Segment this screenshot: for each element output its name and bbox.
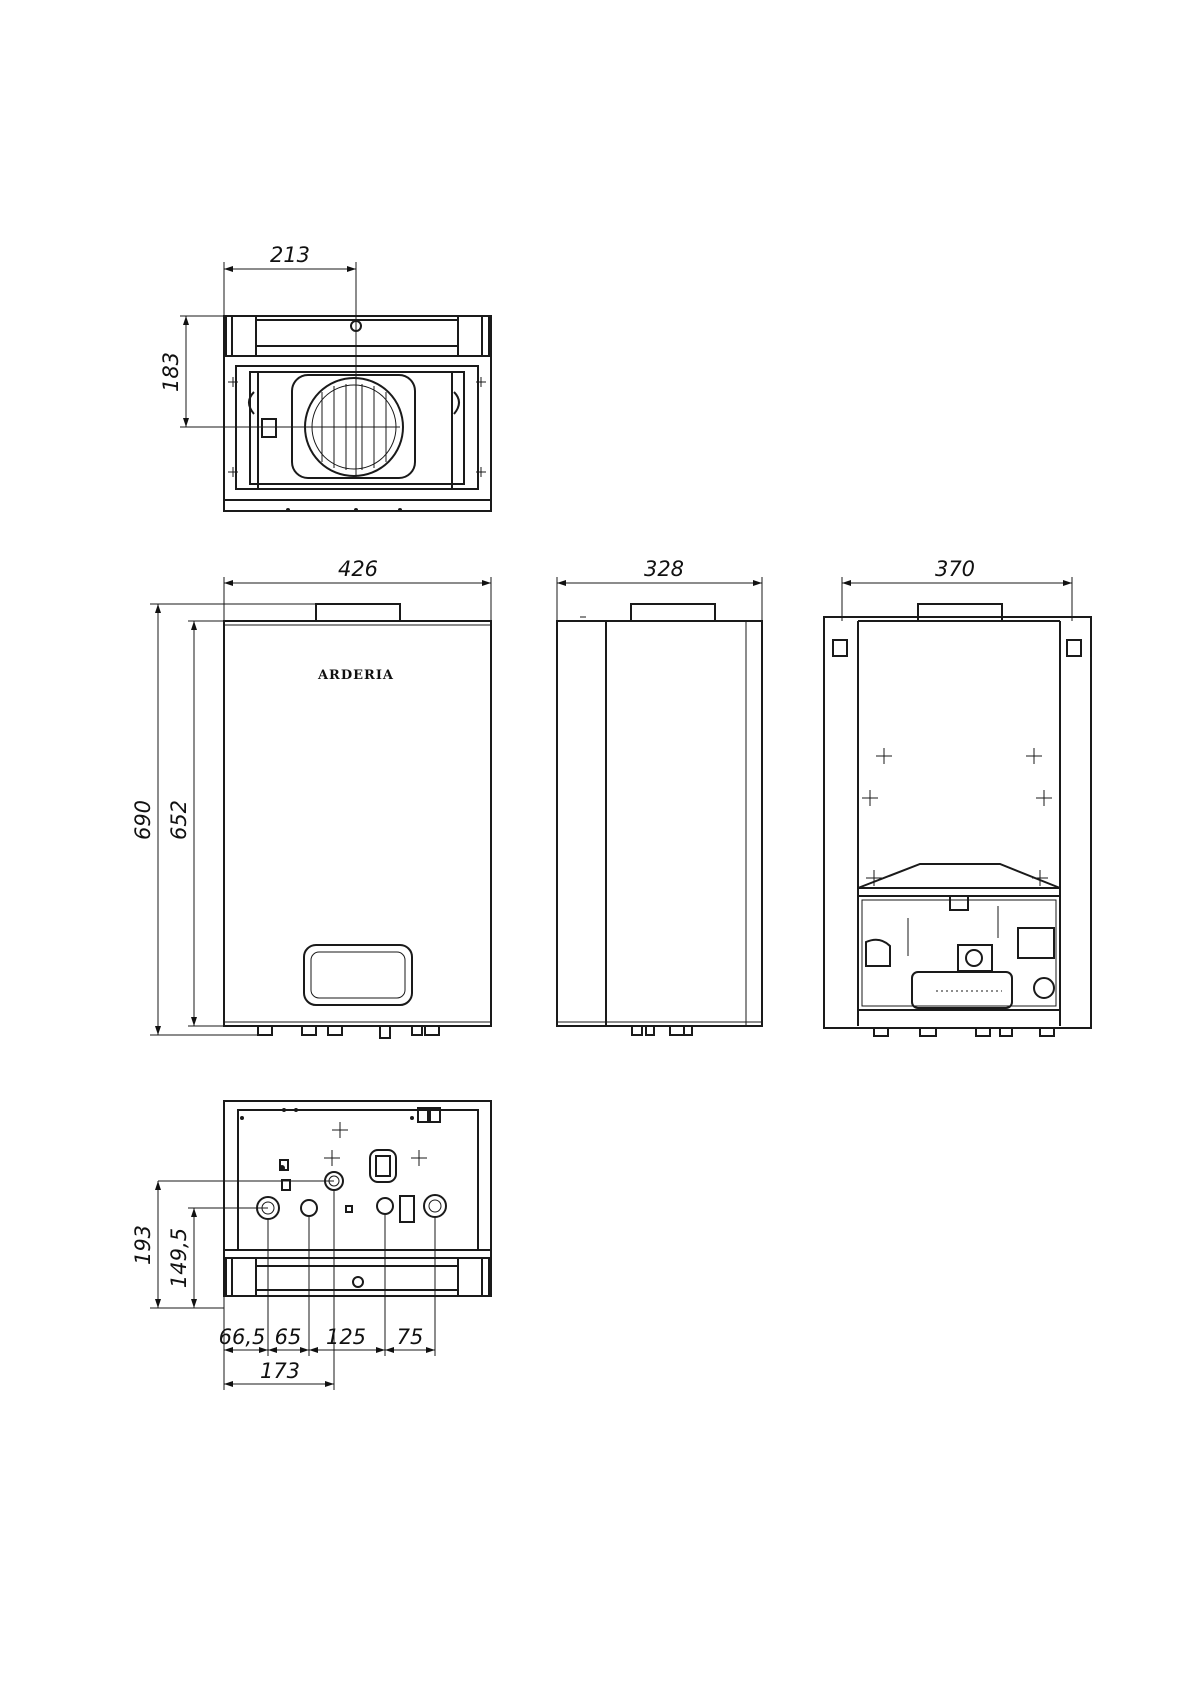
dim-bottom-depth-2: 149,5: [167, 1228, 191, 1288]
top-view: 213 183: [159, 243, 492, 512]
dim-pipe-2: 65: [275, 1325, 302, 1349]
dim-top-depth: 183: [159, 352, 183, 392]
dim-front-width: 426: [338, 557, 378, 581]
front-view: ARDERIA 426 690 652: [131, 557, 492, 1039]
back-view: 370: [823, 557, 1092, 1037]
dim-top-offset: 213: [270, 243, 310, 267]
dim-back-width: 370: [935, 557, 975, 581]
brand-logo: ARDERIA: [317, 668, 394, 683]
dim-overall-height: 690: [131, 800, 155, 840]
bottom-view: 193 149,5 66,5 65 125 75 173: [131, 1100, 492, 1390]
dim-pipe-3: 125: [326, 1325, 366, 1349]
dim-bottom-depth: 193: [131, 1225, 155, 1265]
dim-pipe-1: 66,5: [219, 1325, 266, 1349]
display-window: [303, 944, 413, 1006]
dim-side-depth: 328: [644, 557, 684, 581]
dim-pipe-4: 75: [397, 1325, 424, 1349]
dim-pipe-total: 173: [260, 1359, 300, 1383]
dim-body-height: 652: [167, 800, 191, 840]
side-view: 328: [556, 557, 763, 1036]
